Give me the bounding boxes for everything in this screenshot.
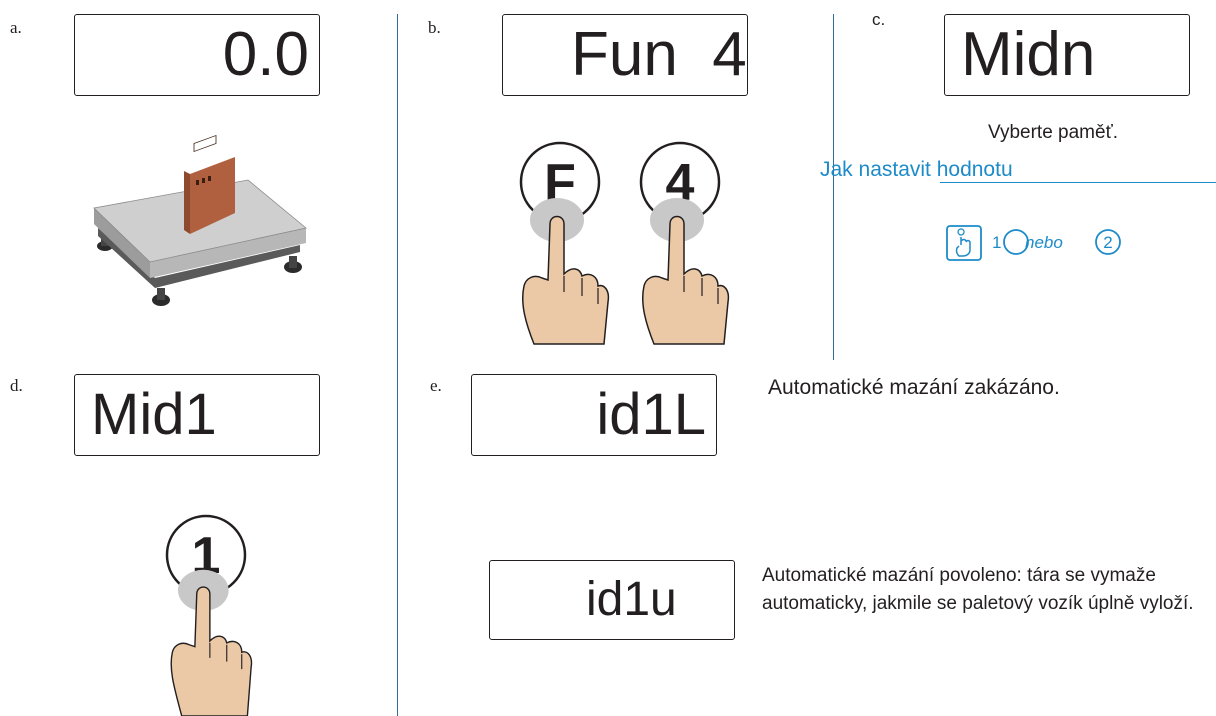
howto-underline	[940, 182, 1216, 183]
step-c-display: Midn	[944, 14, 1190, 96]
step-e-display-disabled: id1L	[471, 374, 717, 456]
option-2-circle-icon	[1095, 229, 1121, 255]
step-d-label: d.	[10, 376, 23, 395]
step-a-display: 0.0	[74, 14, 320, 96]
hand-icon	[170, 569, 253, 716]
howto-option-1: 1	[992, 233, 1002, 252]
howto-row: 1 nebo 2	[946, 225, 1166, 265]
step-c-caption: Vyberte paměť.	[988, 122, 1118, 143]
howto-title: Jak nastavit hodnotu	[820, 158, 1013, 181]
touch-icon[interactable]	[946, 225, 982, 261]
divider-right	[833, 14, 834, 360]
scale-icon	[93, 134, 307, 306]
step-e-display-enabled: id1u	[489, 560, 735, 640]
howto-option-2: 2	[1103, 233, 1113, 252]
step-d-display: Mid1	[74, 374, 320, 456]
howto-or: nebo	[1025, 233, 1063, 252]
step-e-label: e.	[430, 376, 442, 395]
hand-icon	[642, 198, 730, 345]
option-1-circle-icon	[1003, 229, 1029, 255]
step-b-display: Fun 4	[502, 14, 748, 96]
autoclear-disabled-text: Automatické mazání zakázáno.	[768, 376, 1060, 399]
step-c-label: c.	[872, 10, 886, 29]
step-b-label: b.	[428, 18, 441, 37]
hand-icon	[522, 198, 610, 345]
step-a-label: a.	[10, 18, 22, 37]
divider-left	[397, 14, 398, 716]
autoclear-enabled-text: Automatické mazání povoleno: tára se vym…	[762, 565, 1194, 614]
